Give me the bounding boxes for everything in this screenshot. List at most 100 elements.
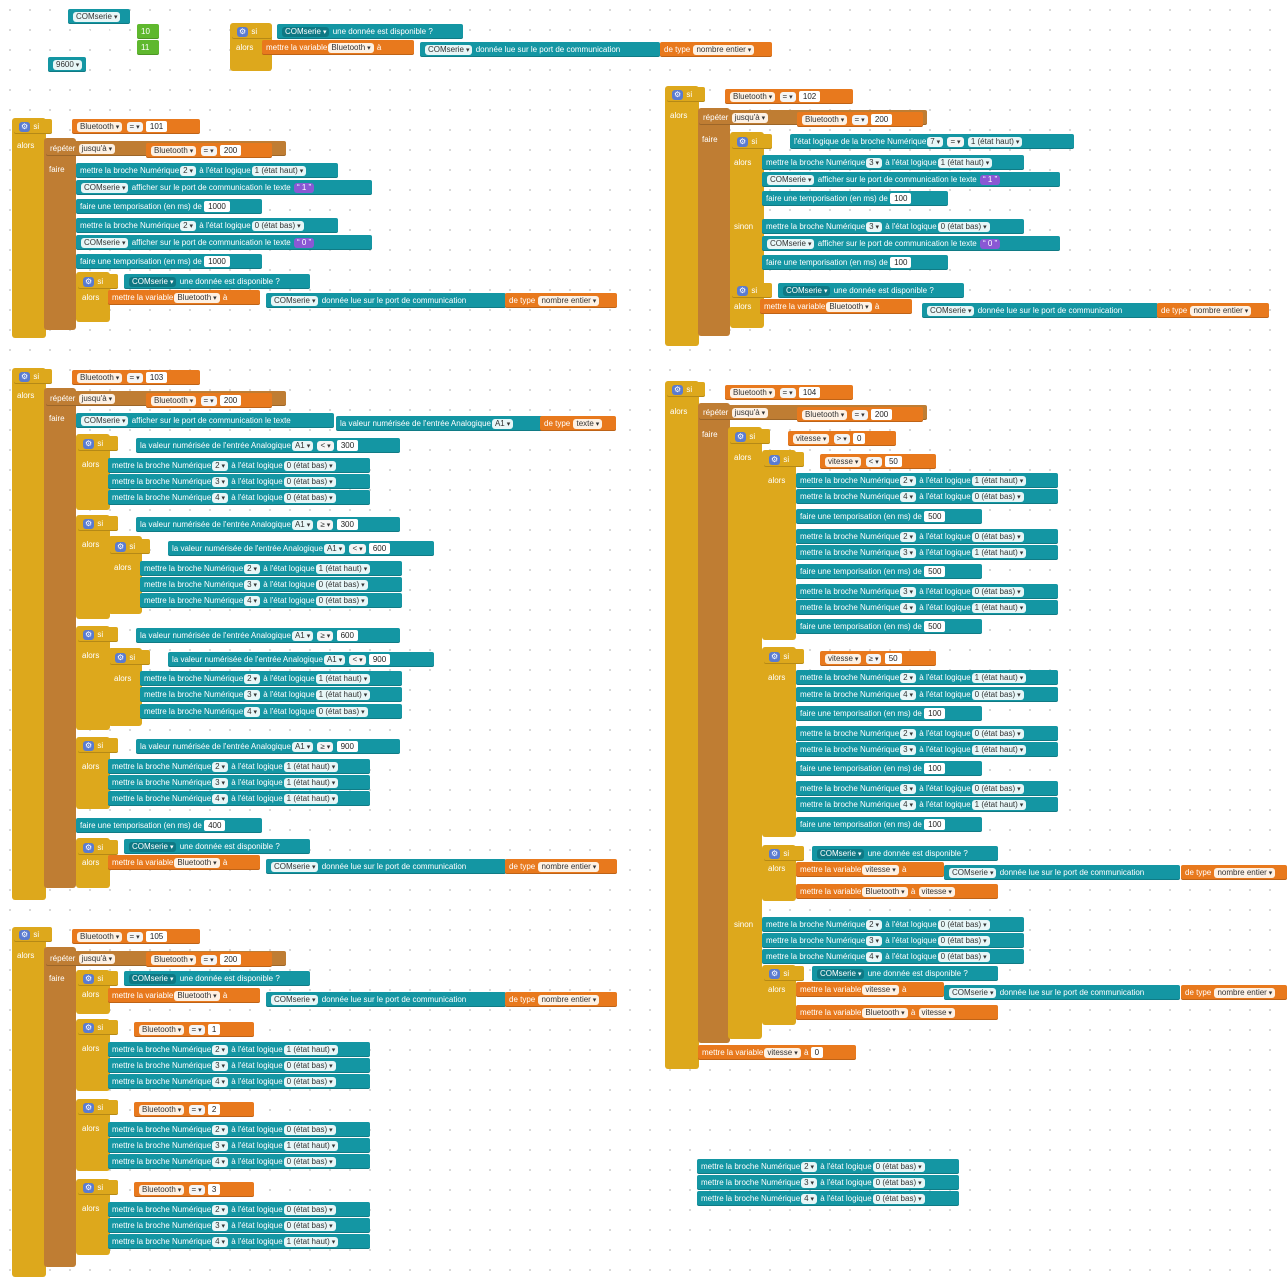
dropdown-chip[interactable]: 0 (état bas) [283,1204,336,1215]
dropdown-chip[interactable]: COMserie [783,285,831,296]
dropdown-chip[interactable]: = [851,114,868,125]
dropdown-chip[interactable]: 0 (état bas) [937,951,990,962]
dropdown-chip[interactable]: vitesse [862,984,899,995]
number-field[interactable]: 500 [924,621,946,633]
read-data-block[interactable]: COMserie donnée lue sur le port de commu… [420,42,660,57]
dropdown-chip[interactable]: 2 [801,1161,818,1172]
dropdown-chip[interactable]: 0 (état bas) [872,1193,925,1204]
dropdown-chip[interactable]: texte [573,418,603,429]
dropdown-chip[interactable]: nombre entier [538,994,600,1005]
dropdown-chip[interactable]: 3 [244,579,261,590]
if-header[interactable]: ⚙ si [78,627,118,642]
dropdown-chip[interactable]: COMserie [767,238,815,249]
compare-block[interactable]: la valeur numérisée de l'entrée Analogiq… [136,438,400,453]
dropdown-chip[interactable]: 3 [900,586,917,597]
dropdown-chip[interactable]: COMserie [817,848,865,859]
dropdown-chip[interactable]: = [126,372,143,383]
delay-block[interactable]: faire une temporisation (en ms) de 100 [796,817,982,832]
dropdown-chip[interactable]: = [779,387,796,398]
gear-icon[interactable]: ⚙ [237,26,249,37]
repeat-until-104[interactable] [698,403,730,1043]
delay-block[interactable]: faire une temporisation (en ms) de 100 [762,191,948,206]
number-field[interactable]: 100 [924,763,946,775]
dropdown-chip[interactable]: A1 [291,741,314,752]
if-header[interactable]: ⚙ si [78,516,118,531]
number-field[interactable]: 105 [145,931,168,943]
gear-icon[interactable]: ⚙ [83,842,95,853]
dropdown-chip[interactable]: 4 [900,799,917,810]
dropdown-chip[interactable]: nombre entier [538,861,600,872]
if-header[interactable]: ⚙ si [764,649,804,664]
number-field[interactable]: 1000 [204,256,230,268]
number-field[interactable]: 103 [145,372,168,384]
print-block[interactable]: COMserie afficher sur le port de communi… [762,236,1060,251]
dropdown-chip[interactable]: = [200,395,217,406]
dropdown-chip[interactable]: COMserie [425,44,473,55]
if-102[interactable] [665,86,699,346]
dropdown-chip[interactable]: 1 (état haut) [315,563,371,574]
number-field[interactable]: 600 [368,543,391,555]
dropdown-chip[interactable]: Bluetooth [77,121,123,132]
dropdown-chip[interactable]: 2 [900,728,917,739]
compare-block[interactable]: vitesse > 0 [788,431,896,446]
read-data-block[interactable]: COMserie donnée lue sur le port de commu… [266,293,506,308]
gear-icon[interactable]: ⚙ [83,1182,95,1193]
dropdown-chip[interactable]: 4 [244,595,261,606]
dropdown-chip[interactable]: 1 (état haut) [315,689,371,700]
gear-icon[interactable]: ⚙ [83,518,95,529]
if-header[interactable]: ⚙ si [764,966,804,981]
if-header[interactable]: ⚙ si [78,738,118,753]
dropdown-chip[interactable]: COMserie [81,415,129,426]
number-field[interactable]: 300 [336,519,358,531]
dropdown-chip[interactable]: COMserie [81,182,129,193]
dropdown-chip[interactable]: 3 [244,689,261,700]
dropdown-chip[interactable]: Bluetooth [151,145,197,156]
gear-icon[interactable]: ⚙ [769,454,781,465]
dropdown-chip[interactable]: 2 [212,1124,229,1135]
dropdown-chip[interactable]: A1 [291,519,314,530]
if-header[interactable]: ⚙ si [78,971,118,986]
dropdown-chip[interactable]: 3 [866,935,883,946]
dropdown-chip[interactable]: 1 (état haut) [971,475,1027,486]
if-header[interactable]: ⚙ si [78,274,118,289]
dropdown-chip[interactable]: 1 (état haut) [251,165,307,176]
compare-block[interactable]: Bluetooth = 200 [146,143,272,158]
dropdown-chip[interactable]: 2 [180,220,197,231]
dropdown-chip[interactable]: 0 (état bas) [971,728,1024,739]
gear-icon[interactable]: ⚙ [672,89,684,100]
dropdown-chip[interactable]: 3 [900,744,917,755]
dropdown-chip[interactable]: A1 [323,543,346,554]
dropdown-chip[interactable]: 2 [212,460,229,471]
number-field[interactable]: 300 [336,440,359,452]
dropdown-chip[interactable]: 0 (état bas) [971,586,1024,597]
gear-icon[interactable]: ⚙ [19,121,31,132]
gear-icon[interactable]: ⚙ [83,973,95,984]
dropdown-chip[interactable]: 0 (état bas) [283,460,336,471]
number-field[interactable]: 100 [890,257,912,269]
dropdown-chip[interactable]: jusqu'à [78,143,116,154]
compare-block[interactable]: la valeur numérisée de l'entrée Analogiq… [168,541,434,556]
dropdown-chip[interactable]: 4 [801,1193,818,1204]
if-vitesse-ge-50[interactable] [762,647,796,837]
dropdown-chip[interactable]: vitesse [825,653,862,664]
number-field[interactable]: 500 [924,511,946,523]
dropdown-chip[interactable]: 0 (état bas) [937,919,990,930]
text-field[interactable]: “ 1 ” [293,182,315,193]
